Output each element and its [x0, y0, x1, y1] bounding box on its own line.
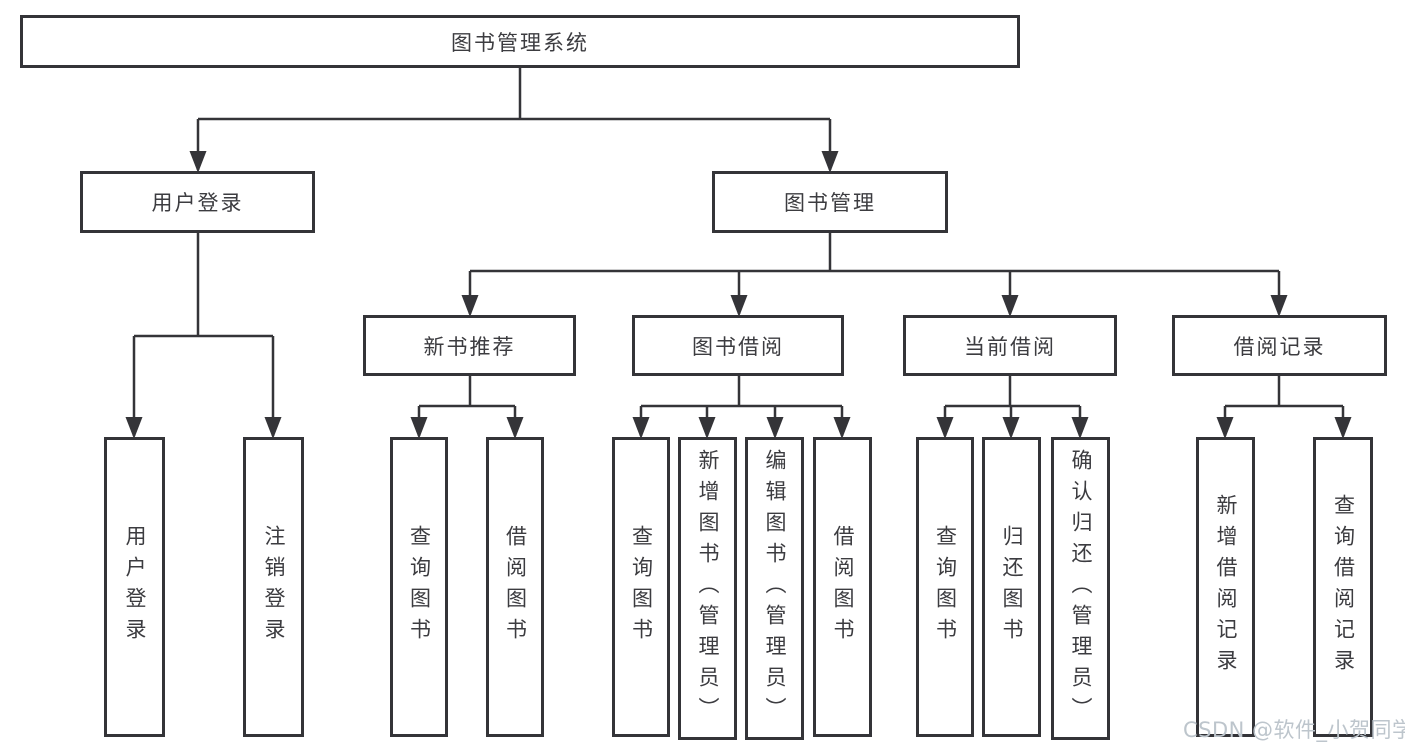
node-book-management-label: 图书管理 — [784, 191, 876, 215]
edge-borrow-records — [1223, 375, 1345, 436]
leaf-borrow-book-recommend: 借阅图书 — [486, 437, 544, 737]
leaf-borrow-book-label: 借阅图书 — [831, 525, 855, 649]
leaf-search-book-recommend: 查询图书 — [390, 437, 448, 737]
leaf-logout: 注销登录 — [243, 437, 304, 737]
leaf-confirm-return-admin-label: 确认归还（管理员） — [1069, 449, 1093, 728]
node-borrow-records-label: 借阅记录 — [1233, 334, 1326, 359]
edge-book-management — [468, 233, 1281, 314]
leaf-borrow-book: 借阅图书 — [813, 437, 872, 737]
node-current-borrow-label: 当前借阅 — [964, 334, 1056, 359]
leaf-return-book-label: 归还图书 — [1000, 525, 1024, 649]
leaf-search-borrow-record: 查询借阅记录 — [1313, 437, 1373, 737]
edge-book-borrow — [639, 375, 844, 436]
connector-lines — [132, 68, 1345, 436]
leaf-search-book-current-label: 查询图书 — [933, 525, 958, 649]
leaf-return-book: 归还图书 — [982, 437, 1041, 737]
leaf-search-book-borrow-label: 查询图书 — [629, 525, 654, 649]
leaf-edit-book-admin: 编辑图书（管理员） — [745, 437, 804, 740]
leaf-edit-book-admin-label: 编辑图书（管理员） — [763, 449, 787, 728]
leaf-confirm-return-admin: 确认归还（管理员） — [1051, 437, 1110, 740]
node-root-label: 图书管理系统 — [451, 30, 589, 55]
edge-root — [196, 68, 832, 170]
leaf-add-borrow-record: 新增借阅记录 — [1196, 437, 1255, 737]
edge-user-login — [132, 233, 275, 436]
node-new-book-recommend: 新书推荐 — [363, 315, 576, 376]
watermark: CSDN @软件_小贺同学 — [1183, 718, 1405, 742]
leaf-borrow-book-recommend-label: 借阅图书 — [503, 525, 528, 649]
leaf-add-book-admin: 新增图书（管理员） — [678, 437, 737, 740]
leaf-user-login-label: 用户登录 — [123, 525, 147, 649]
arrowheads — [125, 151, 1352, 439]
node-book-borrow-label: 图书借阅 — [692, 334, 784, 359]
leaf-add-borrow-record-label: 新增借阅记录 — [1214, 494, 1238, 680]
node-root: 图书管理系统 — [20, 15, 1020, 68]
node-book-borrow: 图书借阅 — [632, 315, 844, 376]
node-new-book-recommend-label: 新书推荐 — [423, 334, 516, 359]
edge-new-book-recommend — [417, 375, 517, 436]
leaf-user-login: 用户登录 — [104, 437, 165, 737]
node-current-borrow: 当前借阅 — [903, 315, 1117, 376]
node-book-management: 图书管理 — [712, 171, 948, 233]
leaf-add-book-admin-label: 新增图书（管理员） — [696, 449, 720, 728]
leaf-search-book-borrow: 查询图书 — [612, 437, 670, 737]
node-borrow-records: 借阅记录 — [1172, 315, 1387, 376]
leaf-search-book-current: 查询图书 — [916, 437, 974, 737]
leaf-search-book-recommend-label: 查询图书 — [407, 525, 432, 649]
node-user-login: 用户登录 — [80, 171, 315, 233]
leaf-logout-label: 注销登录 — [262, 525, 286, 649]
node-user-login-label: 用户登录 — [151, 191, 244, 215]
leaf-search-borrow-record-label: 查询借阅记录 — [1331, 494, 1356, 680]
